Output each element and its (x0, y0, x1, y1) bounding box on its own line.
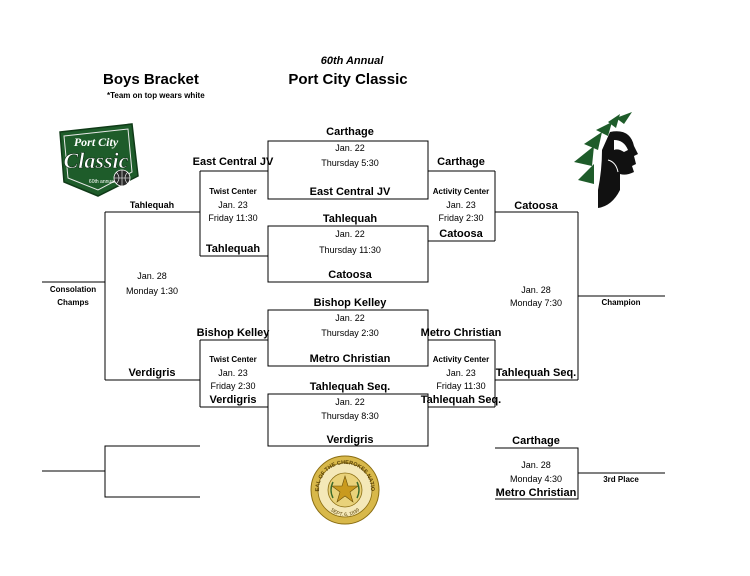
port-city-classic-logo: Port City Classic 60th annual (52, 118, 144, 200)
logo-sub: 60th annual (89, 179, 115, 185)
right-semi-top-venue: Activity Center (432, 187, 490, 196)
r1-g3-team-top: Bishop Kelley (313, 297, 387, 309)
right-semi-top-time: Friday 2:30 (438, 213, 484, 223)
championship-team-a: Catoosa (514, 200, 558, 212)
left-semi-bottom-team-a: Bishop Kelley (196, 327, 270, 339)
consolation-team-b: Verdigris (128, 367, 176, 379)
page-title: Port City Classic (288, 71, 408, 88)
annual-label: 60th Annual (320, 55, 384, 67)
r1-g1-time: Thursday 5:30 (321, 158, 379, 168)
r1-g1-team-top: Carthage (326, 126, 374, 138)
jersey-note: *Team on top wears white (107, 91, 205, 100)
bracket-title: Boys Bracket (103, 71, 199, 88)
r1-g3-time: Thursday 2:30 (321, 328, 379, 338)
r1-g3-top-line (267, 309, 429, 340)
consolation-time: Monday 1:30 (125, 286, 179, 296)
third-place-label: 3rd Place (603, 475, 639, 484)
r1-g2-team-top: Tahlequah (322, 213, 378, 225)
left-semi-bottom-date: Jan. 23 (218, 368, 248, 378)
left-lower-bracket (104, 445, 200, 498)
right-semi-bottom-time: Friday 11:30 (436, 381, 486, 391)
left-semi-top-team-b: Tahlequah (205, 243, 261, 255)
cherokee-nation-seal: SEAL OF THE CHEROKEE NATION SEPT. 6, 183… (307, 450, 381, 526)
champion-label: Champion (601, 298, 641, 307)
championship-team-b: Tahlequah Seq. (495, 367, 577, 379)
right-semi-bottom-team-a: Metro Christian (420, 327, 502, 339)
r1-g4-date: Jan. 22 (335, 397, 365, 407)
r1-g1-top-line (267, 140, 429, 171)
r1-g1-date: Jan. 22 (335, 143, 365, 153)
championship-time: Monday 7:30 (509, 298, 563, 308)
right-semi-top-team-b: Catoosa (439, 228, 483, 240)
r1-g1-bottom-line (267, 171, 429, 200)
r1-g2-bottom-line (267, 256, 429, 283)
right-semi-bottom-date: Jan. 23 (446, 368, 476, 378)
consolation-team-a: Tahlequah (129, 200, 175, 210)
warrior-head-logo (572, 110, 642, 210)
r1-g3-team-bottom: Metro Christian (309, 353, 391, 365)
right-semi-bottom-venue: Activity Center (432, 355, 490, 364)
third-place-time: Monday 4:30 (509, 474, 563, 484)
consolation-label-line1: Consolation (49, 285, 97, 294)
seal-bottom-text: SEPT. 6, 1839 (329, 507, 361, 518)
right-semi-top-date: Jan. 23 (446, 200, 476, 210)
left-semi-bottom-venue: Twist Center (209, 355, 257, 364)
r1-g4-time: Thursday 8:30 (321, 411, 379, 421)
r1-g3-bottom-line (267, 340, 429, 367)
right-semi-top-team-a: Carthage (437, 156, 485, 168)
r1-g4-team-top: Tahlequah Seq. (309, 381, 391, 393)
right-semi-bottom-team-b: Tahlequah Seq. (420, 394, 502, 406)
left-semi-bottom-time: Friday 2:30 (210, 381, 256, 391)
r1-g2-time: Thursday 11:30 (319, 245, 381, 255)
r1-g2-date: Jan. 22 (335, 229, 365, 239)
logo-line1: Port City (74, 135, 119, 149)
logo-line2: Classic (64, 148, 129, 173)
left-semi-top-date: Jan. 23 (218, 200, 248, 210)
r1-g3-date: Jan. 22 (335, 313, 365, 323)
championship-date: Jan. 28 (521, 285, 551, 295)
r1-g2-team-bottom: Catoosa (328, 269, 372, 281)
left-semi-top-venue: Twist Center (209, 187, 257, 196)
r1-g1-team-bottom: East Central JV (309, 186, 391, 198)
third-place-team-a: Carthage (512, 435, 560, 447)
consolation-label-line2: Champs (57, 298, 89, 307)
third-place-team-b: Metro Christian (495, 487, 577, 499)
left-semi-bottom-team-b: Verdigris (209, 394, 257, 406)
left-semi-top-time: Friday 11:30 (208, 213, 258, 223)
svg-text:SEPT. 6, 1839: SEPT. 6, 1839 (329, 507, 361, 518)
third-place-date: Jan. 28 (521, 460, 551, 470)
r1-g4-team-bottom: Verdigris (326, 434, 374, 446)
consolation-date: Jan. 28 (137, 271, 167, 281)
r1-g4-bottom-line (267, 420, 429, 447)
left-semi-top-team-a: East Central JV (192, 156, 274, 168)
